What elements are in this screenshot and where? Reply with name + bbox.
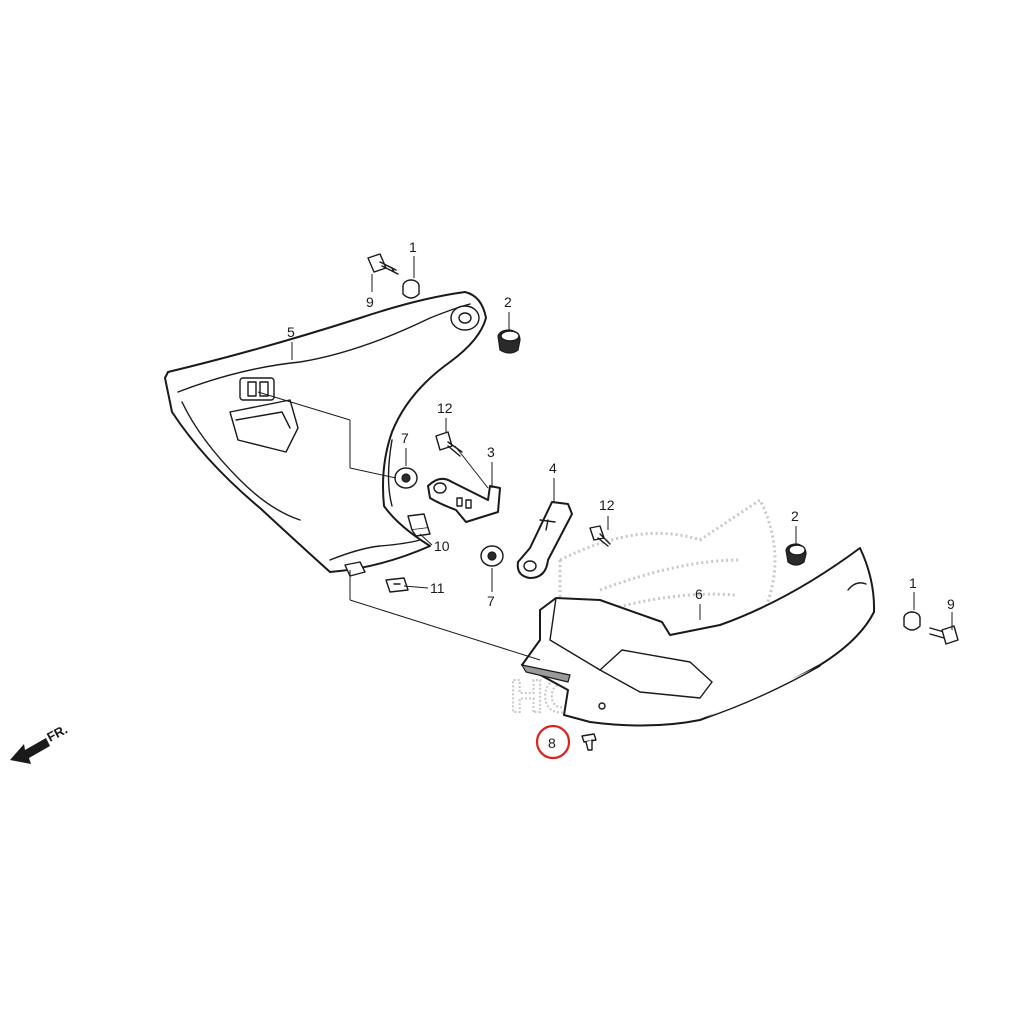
callout-5: 5: [287, 324, 295, 340]
callout-11: 11: [430, 580, 445, 596]
callout-12-top: 12: [437, 400, 453, 416]
part-2-grommet-b: [785, 543, 807, 566]
part-1-collar-a: [402, 279, 420, 299]
callout-7-bottom: 7: [487, 593, 495, 609]
part-6-lower-cover: [520, 547, 876, 727]
part-7-washer-b: [480, 545, 504, 567]
callout-12-bottom: 12: [599, 497, 615, 513]
front-arrow-icon: [10, 738, 50, 764]
part-1-collar-b: [903, 611, 921, 631]
part-3-bracket: [427, 477, 501, 523]
part-7-washer-a: [394, 467, 418, 489]
part-9-bolt-b: [929, 625, 959, 645]
callout-3: 3: [487, 444, 495, 460]
callout-4: 4: [549, 460, 557, 476]
callout-8-highlighted: 8: [548, 735, 556, 751]
part-2-grommet-a: [497, 329, 521, 354]
callout-7-top: 7: [401, 430, 409, 446]
part-11-clip: [385, 577, 409, 593]
leader-lines: [257, 256, 953, 661]
callout-10: 10: [434, 538, 450, 554]
part-9-bolt-a: [367, 253, 399, 275]
callout-2-top: 2: [504, 294, 512, 310]
part-12-bolt-b: [589, 525, 611, 547]
part-8-screw: [581, 733, 597, 751]
front-direction-indicator: FR.: [10, 722, 70, 764]
part-4-stay: [516, 501, 573, 579]
part-12-bolt-a: [435, 431, 463, 457]
callout-1-top: 1: [409, 239, 417, 255]
front-label: FR.: [44, 722, 70, 745]
callout-6: 6: [695, 586, 703, 602]
part-10-clip: [407, 513, 431, 537]
part-5-left-cover: [164, 291, 487, 577]
callout-9-right: 9: [947, 596, 955, 612]
callout-1-right: 1: [909, 575, 917, 591]
callout-9-top: 9: [366, 294, 374, 310]
callouts: 1 9 2 5 12 7 3 4 10 11 7 12 2 6 1 9 8: [287, 239, 955, 760]
highlight-circle: [535, 724, 571, 760]
callout-2-right: 2: [791, 508, 799, 524]
